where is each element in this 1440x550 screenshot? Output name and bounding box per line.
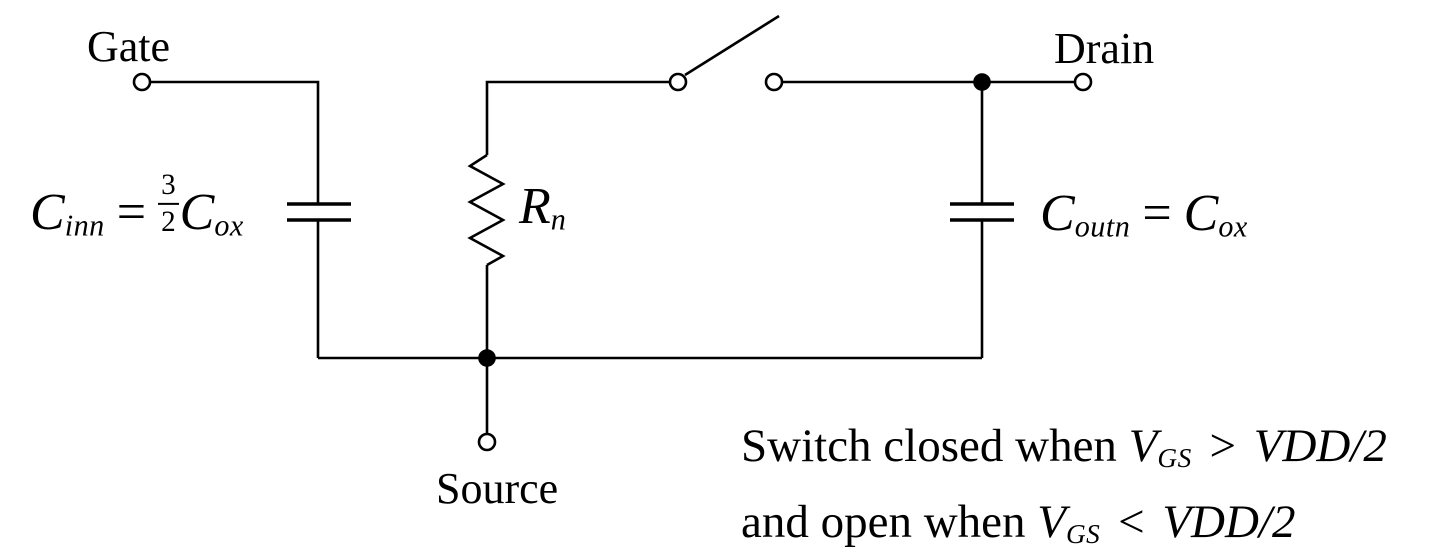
capacitor-cin-icon [287, 202, 351, 222]
note2-text: and open when [741, 495, 1026, 548]
cout-subscript: outn [1074, 209, 1131, 244]
note2-operator: < [1118, 495, 1145, 548]
cout-symbol: C [1040, 185, 1075, 243]
cout-equals: = [1142, 185, 1172, 243]
note2-vdd-half: VDD/2 [1162, 495, 1296, 548]
fraction-denominator: 2 [158, 202, 179, 237]
note1-vgs-symbol: V [1128, 420, 1158, 472]
source-label: Source [436, 464, 559, 513]
cox-subscript: ox [214, 208, 244, 243]
switch-lever-icon [684, 14, 780, 77]
drain-terminal-icon [1073, 72, 1093, 92]
cin-subscript: inn [64, 208, 105, 243]
switch-left-contact-icon [668, 72, 688, 92]
resistor-symbol-letter: R [519, 178, 551, 236]
cin-equals: = [116, 183, 147, 241]
resistor-zigzag-icon [467, 153, 506, 267]
cin-symbol: C [30, 183, 65, 241]
note1-text: Switch closed when [741, 420, 1117, 472]
source-terminal-icon [477, 432, 497, 452]
switch-note: Switch closed when VGS > VDD/2 and open … [741, 414, 1387, 550]
cox-symbol-right: C [1183, 185, 1219, 243]
gate-wire [150, 80, 320, 204]
note2-vgs-symbol: V [1037, 495, 1066, 548]
resistor-subscript: n [550, 202, 567, 237]
switch-icon [668, 14, 784, 92]
note1-operator: > [1209, 420, 1236, 472]
cox-subscript-right: ox [1218, 209, 1248, 244]
capacitor-cout-icon [950, 202, 1014, 222]
resistor-top-wire [485, 80, 670, 155]
fraction-numerator: 3 [161, 168, 176, 201]
resistor-label: Rn [519, 181, 566, 235]
gate-terminal-icon [132, 72, 152, 92]
gate-label: Gate [87, 22, 171, 71]
switch-note-line1: Switch closed when VGS > VDD/2 [741, 414, 1387, 490]
note1-vgs-subscript: GS [1157, 442, 1192, 473]
drain-label: Drain [1054, 24, 1155, 73]
switch-right-contact-icon [764, 72, 784, 92]
switch-note-line2: and open when VGS < VDD/2 [741, 490, 1387, 550]
note1-vdd-half: VDD/2 [1253, 420, 1387, 472]
note2-vgs-subscript: GS [1066, 518, 1101, 549]
cout-formula: Coutn=Cox [1040, 188, 1248, 242]
cox-symbol: C [179, 183, 215, 241]
